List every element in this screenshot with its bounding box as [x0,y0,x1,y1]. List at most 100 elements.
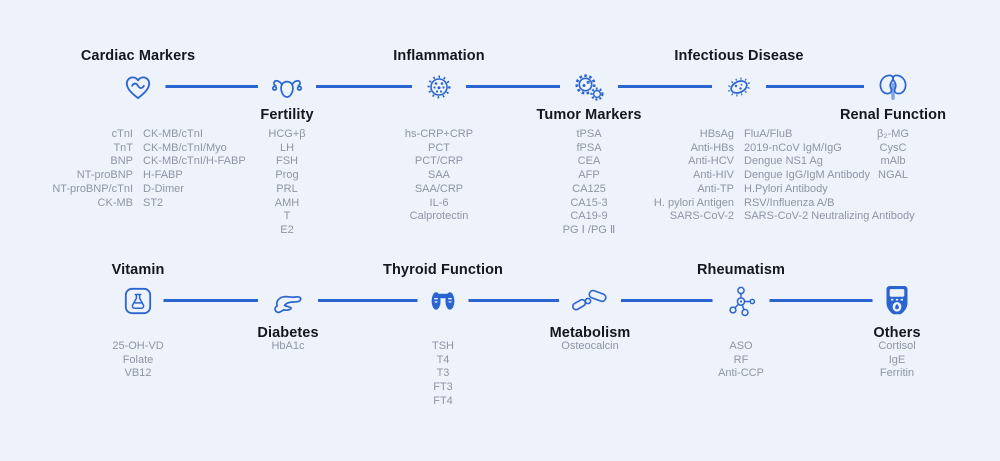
category-title-rheumatism: Rheumatism [696,262,786,278]
test-item: LH [279,141,295,154]
test-item: RSV/Influenza A/B [744,196,835,209]
test-item: H.Pylori Antibody [744,182,828,195]
test-item: AFP [578,169,600,182]
test-item: CK-MB/cTnI [143,128,203,140]
test-item: HbA1c [271,340,305,352]
test-item: cTnI [111,128,133,140]
test-item: Dengue NS1 Ag [744,155,823,168]
test-item: T3 [436,367,450,380]
test-item: Dengue IgG/IgM Antibody [744,169,870,182]
gears-icon [560,69,618,105]
test-item: Anti-HBs [690,141,734,154]
glucometer-icon [872,282,922,320]
category-title-others: Others [873,325,921,341]
test-item: CEA [577,155,601,168]
category-title-cardiac-markers: Cardiac Markers [80,48,196,64]
item-list-metabolism: Osteocalcin [561,340,618,354]
category-title-diabetes: Diabetes [257,325,319,341]
kidneys-icon [864,70,922,104]
test-item: T [283,210,291,223]
test-item: VB12 [124,367,152,380]
item-column: Osteocalcin [561,340,618,354]
test-item: Prog [275,169,299,182]
test-item: PCT [428,141,450,154]
test-item: TSH [432,340,454,352]
test-item: H. pylori Antigen [653,196,734,209]
test-item: tPSA [576,128,602,140]
test-item: E2 [280,223,294,236]
uterus-icon [258,70,316,104]
flask-icon [112,285,164,317]
test-item: FT3 [433,381,453,394]
test-item: IL-6 [429,196,449,209]
test-item: NGAL [878,169,908,182]
test-item: CK-MB/cTnI/Myo [143,141,227,154]
category-title-inflammation: Inflammation [393,48,485,64]
test-item: Anti-TP [697,182,734,195]
category-title-fertility: Fertility [260,107,314,123]
test-item: mAlb [880,155,906,168]
test-item: SAA/CRP [414,182,464,195]
bone-icon [559,286,621,316]
category-title-tumor-markers: Tumor Markers [536,107,642,123]
test-item: H-FABP [143,169,183,182]
category-title-renal-function: Renal Function [839,107,947,123]
test-item: ASO [729,340,753,352]
category-title-vitamin: Vitamin [111,262,165,278]
test-item: Ferritin [879,367,915,380]
test-item: hs-CRP+CRP [404,128,474,140]
test-item: RF [733,353,749,366]
test-item: β₂-MG [877,128,909,140]
heart-pulse-icon [110,70,166,104]
test-item: Anti-HIV [693,169,734,182]
test-item: PCT/CRP [414,155,464,168]
test-item: CysC [879,141,907,154]
category-title-thyroid-function: Thyroid Function [383,262,503,278]
test-item: CK-MB [97,196,133,209]
test-item: CK-MB/cTnI/H-FABP [143,155,246,168]
test-item: CA15-3 [570,196,608,209]
test-item: 2019-nCoV IgM/IgG [744,141,842,154]
category-title-infectious-disease: Infectious Disease [674,48,804,64]
test-item: Cortisol [878,340,916,352]
test-item: CA125 [572,182,606,195]
test-item: FSH [275,155,298,168]
test-item: fPSA [576,141,602,154]
item-column: HbA1c [271,340,304,354]
test-item: TnT [113,141,133,154]
test-item: NT-proBNP/cTnI [52,182,133,195]
test-item: SARS-CoV-2 [669,210,734,223]
test-item: NT-proBNP [76,169,133,182]
test-item: Folate [122,353,154,366]
category-title-metabolism: Metabolism [549,325,631,341]
test-item: 25-OH-VD [112,340,164,352]
test-item: T4 [436,353,450,366]
test-item: Anti-HCV [688,155,734,168]
test-item: IgE [888,353,906,366]
test-item: Anti-CCP [718,367,764,380]
test-item: Calprotectin [409,210,469,223]
bacteria-icon [712,71,766,103]
test-item: PRL [276,182,298,195]
test-item: AMH [274,196,300,209]
timeline-row-1 [138,85,893,88]
test-item: SARS-CoV-2 Neutralizing Antibody [744,210,915,223]
